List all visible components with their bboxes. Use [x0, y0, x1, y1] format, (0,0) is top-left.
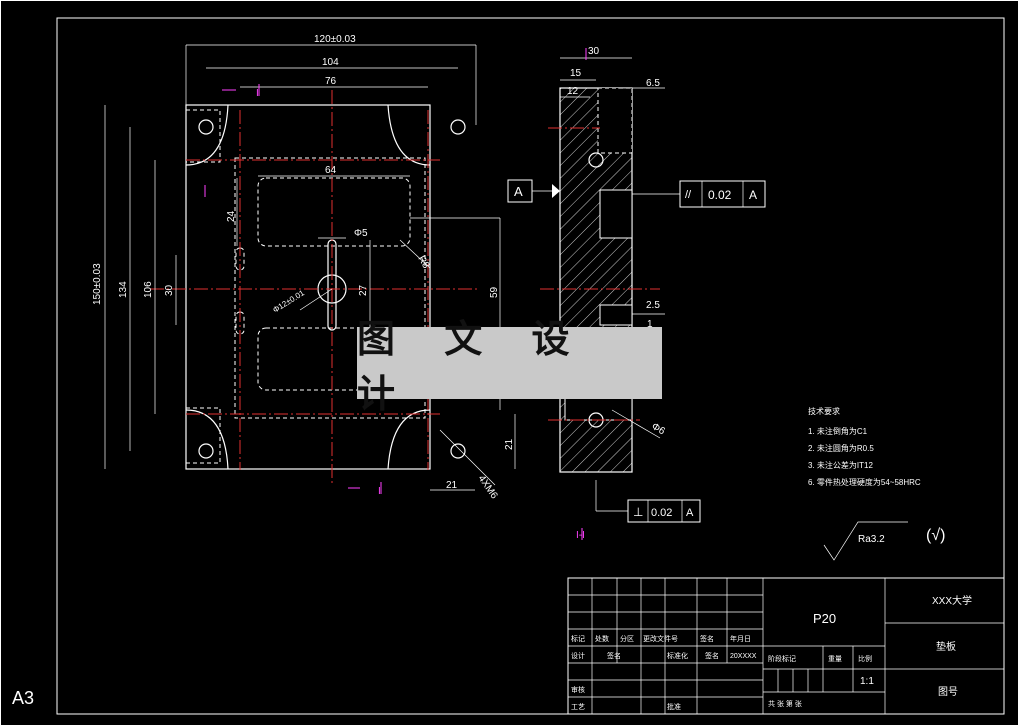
- tb-label-count: 处数: [595, 634, 609, 643]
- dim-76: 76: [325, 76, 337, 87]
- dim-106: 106: [143, 281, 154, 298]
- tb-label-review: 审核: [571, 685, 585, 694]
- dim-4xm6: 4XM6: [476, 473, 500, 501]
- dim-phi12: Φ12±0.01: [271, 288, 306, 315]
- parallel-symbol: //: [685, 189, 692, 201]
- tb-label-approve: 批准: [667, 702, 681, 711]
- watermark-banner: 图 文 设 计: [357, 316, 662, 416]
- tech-item-1: 1. 未注倒角为C1: [808, 426, 868, 436]
- dim-24: 24: [226, 210, 237, 222]
- inner-frame: [56, 17, 1005, 715]
- dim-120: 120±0.03: [314, 34, 356, 45]
- tb-label-ratio: 比例: [858, 654, 872, 663]
- dim-phi5: Φ5: [354, 228, 368, 239]
- sheet-size-label: A3: [12, 688, 35, 708]
- perpendicular-symbol: ⊥: [633, 505, 643, 519]
- section-view: [507, 48, 766, 540]
- tb-label-stage: 阶段标记: [768, 654, 796, 663]
- tb-label-zone: 分区: [620, 634, 634, 643]
- roughness-value: Ra3.2: [858, 534, 885, 545]
- tb-label-std: 标准化: [667, 651, 688, 660]
- tb-label-weight: 重量: [828, 655, 842, 663]
- tb-label-sign: 签名: [700, 634, 714, 643]
- perpendicular-datum: A: [686, 507, 694, 519]
- section-mark-top: I: [256, 88, 259, 99]
- dim-27: 27: [358, 284, 369, 296]
- section-mark-bottom: I: [378, 486, 381, 497]
- side-dim-2-5: 2.5: [646, 300, 660, 311]
- datum-label: A: [514, 184, 523, 199]
- side-dim-phi6: Φ6: [650, 421, 668, 438]
- title-block: [567, 577, 1005, 715]
- side-dim-6-5: 6.5: [646, 78, 660, 89]
- side-dim-1: 1: [647, 319, 653, 330]
- parallel-value: 0.02: [708, 188, 732, 202]
- tb-label-mark: 标记: [571, 634, 585, 643]
- side-dim-12: 12: [567, 86, 579, 97]
- tb-drawing-no: 图号: [938, 686, 958, 698]
- dim-134: 134: [118, 281, 129, 298]
- tb-label-sign-2: 签名: [607, 651, 621, 660]
- tech-item-4: 6. 零件热处理硬度为54~58HRC: [808, 477, 921, 487]
- dim-21-horizontal: 21: [446, 480, 458, 491]
- dim-64: 64: [325, 165, 337, 176]
- parallel-datum: A: [749, 188, 757, 202]
- side-dim-30: 30: [588, 46, 600, 57]
- tb-label-sign-3: 签名: [705, 651, 719, 660]
- dim-21-vertical: 21: [504, 438, 515, 450]
- tech-item-3: 3. 未注公差为IT12: [808, 460, 873, 470]
- tb-school: XXX大学: [932, 594, 972, 607]
- dim-59: 59: [489, 286, 500, 298]
- tb-label-process: 工艺: [571, 703, 585, 711]
- tb-material: P20: [813, 611, 836, 626]
- tb-scale: 1:1: [860, 676, 874, 687]
- perpendicular-value: 0.02: [651, 507, 672, 519]
- roughness-symbol: [823, 521, 908, 561]
- tb-label-design: 设计: [571, 651, 585, 660]
- roughness-other: (√): [926, 527, 945, 544]
- tech-title: 技术要求: [808, 406, 840, 416]
- tb-label-change-doc: 更改文件号: [643, 634, 678, 643]
- dim-30: 30: [164, 284, 175, 296]
- tb-label-year: 20XXXX: [730, 653, 757, 660]
- dim-150: 150±0.03: [92, 263, 103, 305]
- dim-104: 104: [322, 57, 339, 68]
- front-view: [104, 44, 516, 494]
- tech-item-2: 2. 未注圆角为R0.5: [808, 443, 874, 453]
- tb-label-sheets: 共 张 第 张: [768, 699, 802, 708]
- tb-part-name: 垫板: [936, 640, 956, 653]
- section-label: I-I: [576, 530, 585, 541]
- side-dim-15: 15: [570, 68, 582, 79]
- tb-label-date: 年月日: [730, 634, 751, 643]
